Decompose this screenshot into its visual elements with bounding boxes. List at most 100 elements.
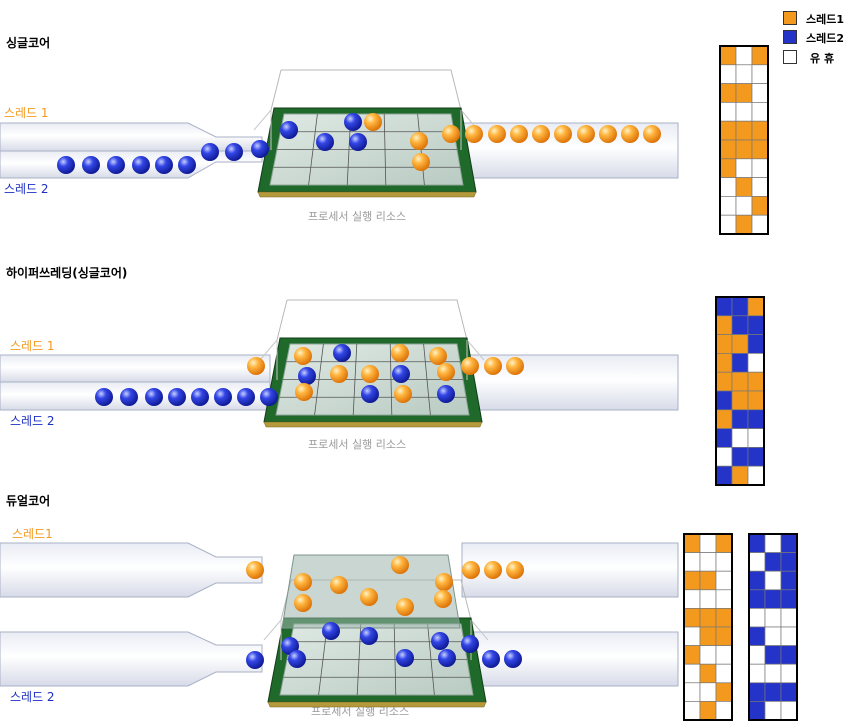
schedule-grids: [683, 45, 798, 721]
grid-cell: [780, 645, 798, 665]
grid-cell: [719, 45, 737, 66]
grid-cell: [715, 334, 733, 354]
grid-frame: [719, 45, 769, 235]
grid-cell: [735, 64, 753, 84]
grid-cell: [747, 447, 765, 467]
ball-hyper: [437, 385, 455, 403]
grid-cell: [747, 334, 765, 354]
processor-label-hyper: 프로세서 실행 리소스: [308, 438, 407, 451]
grid-cell: [731, 390, 749, 411]
legend-thread1-swatch: [783, 11, 797, 25]
grid-cell: [764, 533, 782, 553]
ball-single-out: [577, 125, 595, 143]
grid-cell: [719, 177, 737, 197]
ball-hyper-out: [484, 357, 502, 375]
ball-dual: [435, 573, 453, 591]
grid-cell: [683, 682, 701, 702]
grid-cell: [748, 682, 766, 702]
grid-cell: [715, 315, 733, 335]
grid-frame: [748, 533, 798, 721]
ball-dual: [391, 556, 409, 574]
ball-single-out: [465, 125, 483, 143]
ball-dual: [396, 598, 414, 616]
pipe-dual-thread2: [0, 631, 263, 687]
thread2-label-hyper: 스레드 2: [10, 414, 55, 428]
ball-single-thread2: [316, 133, 334, 151]
pipe-single-thread1: [0, 122, 263, 152]
grid-cell: [751, 64, 769, 84]
grid-cell: [715, 447, 733, 467]
ball-hyper-thread2-queue: [237, 388, 255, 406]
grid-cell: [719, 102, 737, 122]
thread-balls: [57, 113, 661, 669]
ball-hyper: [391, 344, 409, 362]
thread2-label-single: 스레드 2: [4, 182, 49, 196]
thread1-label-single: 스레드 1: [4, 106, 49, 120]
grid-cell: [683, 626, 701, 646]
ball-hyper-thread2-queue: [260, 388, 278, 406]
grid-cell: [747, 428, 765, 448]
chip-hyper: [259, 299, 485, 428]
legend-thread2-label: 스레드2: [806, 32, 845, 45]
processor-label-dual: 프로세서 실행 리소스: [311, 705, 410, 718]
ball-single-thread2-queue: [82, 156, 100, 174]
chip-pins: [267, 701, 487, 708]
grid-cell: [731, 296, 749, 317]
grid-cell: [731, 315, 749, 335]
ball-dual: [431, 632, 449, 650]
grid-cell: [748, 701, 766, 721]
ball-single-thread2: [344, 113, 362, 131]
ball-hyper: [437, 363, 455, 381]
grid-cell: [715, 645, 733, 665]
ball-single-thread2-queue: [155, 156, 173, 174]
grid-cell: [715, 663, 733, 684]
grid-cell: [715, 552, 733, 572]
chip-pins: [257, 191, 477, 198]
grid-cell: [715, 371, 733, 392]
grid-cell: [683, 645, 701, 665]
schedule-grid-hyper: [715, 296, 765, 486]
schedule-grid-single: [719, 45, 769, 235]
ball-dual-out2: [482, 650, 500, 668]
grid-cell: [747, 353, 765, 373]
ball-single-thread1: [364, 113, 382, 131]
grid-cell: [780, 663, 798, 684]
grid-cell: [764, 589, 782, 609]
grid-cell: [715, 589, 733, 609]
grid-cell: [731, 428, 749, 448]
legend-thread1-label: 스레드1: [806, 13, 845, 26]
grid-cell: [699, 533, 717, 553]
ball-dual-out1: [484, 561, 502, 579]
grid-cell: [683, 663, 701, 684]
grid-frame: [683, 533, 733, 721]
grid-cell: [764, 645, 782, 665]
ball-single-thread1: [410, 132, 428, 150]
ball-hyper: [361, 385, 379, 403]
ball-single-thread2-queue: [107, 156, 125, 174]
grid-cell: [751, 120, 769, 141]
ball-dual: [288, 650, 306, 668]
grid-cell: [699, 608, 717, 628]
grid-cell: [751, 214, 769, 235]
ball-hyper: [394, 385, 412, 403]
grid-cell: [719, 139, 737, 160]
grid-cell: [731, 409, 749, 429]
grid-cell: [751, 45, 769, 66]
grid-cell: [748, 608, 766, 628]
ball-single-out: [488, 125, 506, 143]
grid-cell: [683, 701, 701, 721]
grid-cell: [735, 139, 753, 160]
grid-cell: [780, 552, 798, 572]
grid-cell: [731, 334, 749, 354]
ball-hyper: [361, 365, 379, 383]
grid-cell: [715, 409, 733, 429]
ball-single-out: [621, 125, 639, 143]
ball-single-thread1: [412, 153, 430, 171]
grid-cell: [715, 608, 733, 628]
ball-single-out: [554, 125, 572, 143]
grid-cell: [764, 626, 782, 646]
schedule-grid-dual-core1: [683, 533, 733, 721]
grid-cell: [748, 589, 766, 609]
grid-cell: [683, 533, 701, 553]
ball-single-thread2-queue: [178, 156, 196, 174]
